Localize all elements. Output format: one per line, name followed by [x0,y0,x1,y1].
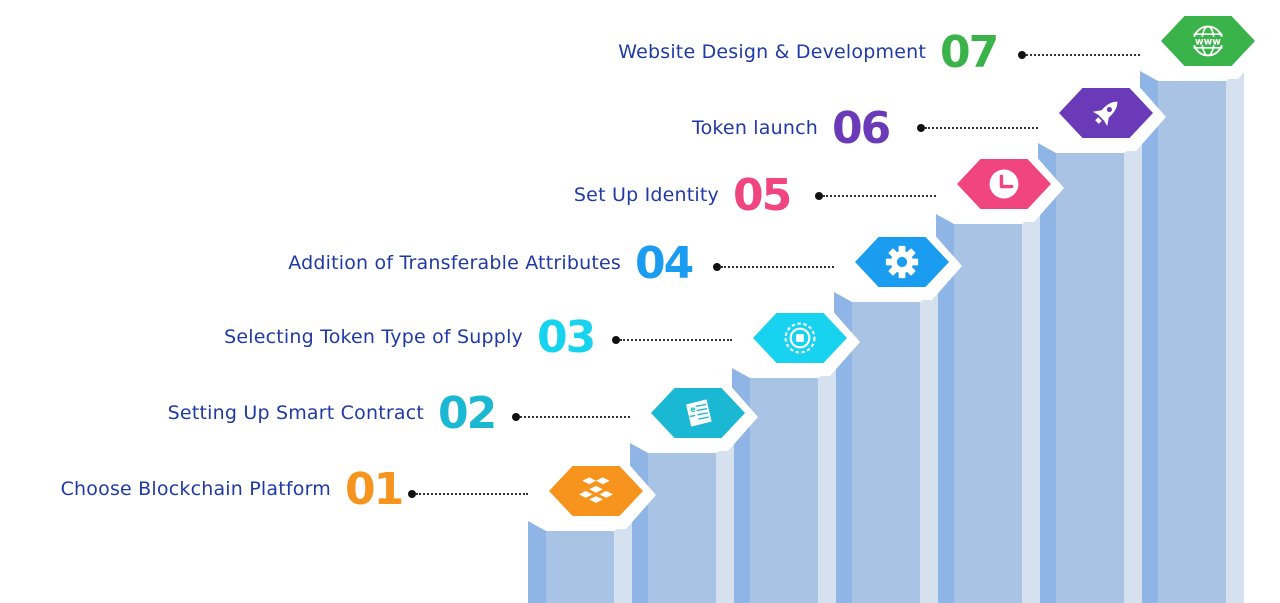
leader-line [721,266,834,268]
stair-column-06 [1038,141,1142,603]
stair-column-01 [528,519,632,603]
step-number-02: 02 [438,388,497,439]
leader-dot [917,124,925,132]
stair-right-face [920,290,938,603]
step-label-04: Addition of Transferable Attributes [288,252,621,274]
step-number-04: 04 [635,238,694,289]
leader-line [823,195,936,197]
stair-side-face [1140,71,1158,603]
leader-dot [713,263,721,271]
step-badge-02 [638,383,758,451]
leader-dot [512,413,520,421]
step-badge-07 [1148,11,1268,79]
leader-dot [408,490,416,498]
stair-side-face [936,214,954,603]
stair-column-07 [1140,69,1244,603]
leader-line [620,339,732,341]
step-number-01: 01 [345,464,404,515]
step-number-07: 07 [940,27,999,78]
step-label-02: Setting Up Smart Contract [167,402,424,424]
leader-dot [612,336,620,344]
stair-right-face [614,519,632,603]
step-badge-01 [536,461,656,529]
step-label-01: Choose Blockchain Platform [60,478,331,500]
step-label-07: Website Design & Development [618,41,926,63]
stair-right-face [716,441,734,603]
stair-side-face [1038,143,1056,603]
stair-side-face [630,443,648,603]
step-label-03: Selecting Token Type of Supply [224,326,523,348]
step-number-06: 06 [832,103,891,154]
stair-column-04 [834,290,938,603]
stair-right-face [1226,69,1244,603]
step-badge-06 [1046,83,1166,151]
step-label-05: Set Up Identity [573,184,719,206]
stair-right-face [1124,141,1142,603]
step-badge-05 [944,154,1064,222]
stair-right-face [818,366,836,603]
stair-side-face [528,521,546,603]
step-number-05: 05 [733,170,792,221]
leader-line [416,493,528,495]
stair-right-face [1022,212,1040,603]
leader-line [520,416,630,418]
step-badge-03 [740,308,860,376]
stair-column-02 [630,441,734,603]
step-label-06: Token launch [692,117,818,139]
leader-dot [1018,51,1026,59]
step-number-03: 03 [537,312,596,363]
clock-icon [987,167,1021,201]
stair-side-face [834,292,852,603]
stair-column-05 [936,212,1040,603]
stair-column-03 [732,366,836,603]
gear-icon [885,245,919,279]
leader-line [1026,54,1140,56]
step-badge-04 [842,232,962,300]
leader-line [925,127,1038,129]
leader-dot [815,192,823,200]
